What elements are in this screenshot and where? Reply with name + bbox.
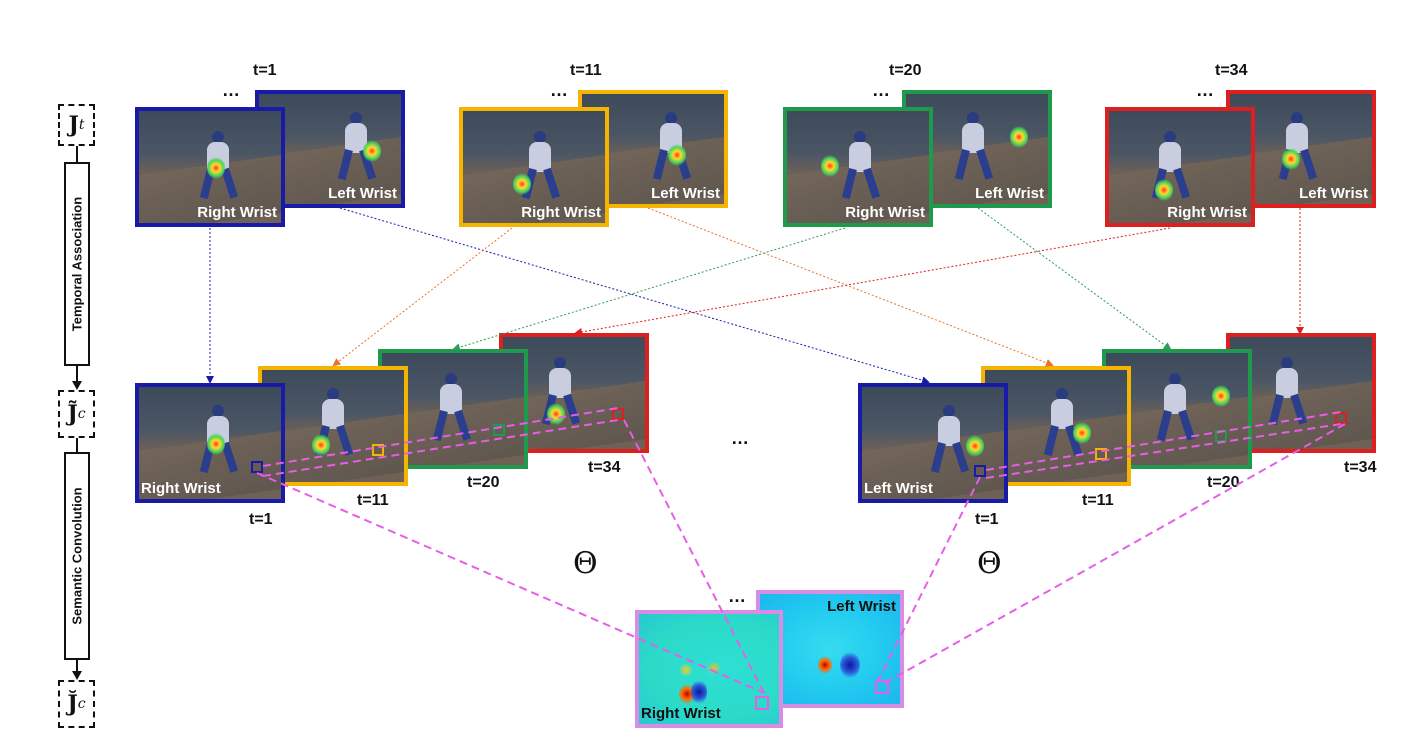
- right-stack-label: Left Wrist: [864, 480, 933, 497]
- associated-joints-subscript: c: [77, 406, 86, 422]
- associated-joints-box: J̃c: [58, 390, 95, 438]
- right-stack-time-20: t=20: [1207, 474, 1240, 491]
- joint-box-left-t11: [372, 444, 384, 456]
- left-stack-time-34: t=34: [588, 459, 621, 476]
- left-stack-frame-t11: [258, 366, 408, 486]
- joint-box-left-t34: [612, 408, 624, 420]
- left-stack-time-1: t=1: [249, 511, 273, 528]
- assoc-arrow-t11-left: [647, 207, 1054, 367]
- right-stack-time-11: t=11: [1082, 492, 1114, 509]
- top-frame-t34-right-label: Right Wrist: [1167, 204, 1247, 221]
- kernel-right-label: Right Wrist: [641, 705, 721, 722]
- right-stack-time-34: t=34: [1344, 459, 1377, 476]
- top-ellipsis-20: …: [872, 80, 891, 100]
- top-frame-t11-right-label: Right Wrist: [521, 204, 601, 221]
- right-stack-frame-t1: Left Wrist: [858, 383, 1008, 503]
- assoc-arrow-t34-right: [574, 227, 1171, 336]
- assoc-arrow-t1-left: [339, 207, 930, 385]
- right-stack-time-1: t=1: [975, 511, 999, 528]
- kernel-right-box: [755, 696, 769, 710]
- output-joints-box: J̆c: [58, 680, 95, 728]
- joint-box-left-t20: [493, 424, 505, 436]
- joint-box-left-t1: [251, 461, 263, 473]
- conv-links-left: [256, 407, 765, 694]
- top-frame-t20-left-label: Left Wrist: [975, 185, 1044, 202]
- top-frame-t1-left-label: Left Wrist: [328, 185, 397, 202]
- top-time-label-20: t=20: [889, 62, 922, 79]
- middle-ellipsis: …: [731, 428, 750, 448]
- top-frame-t34-right-wrist: Right Wrist: [1105, 107, 1255, 227]
- left-stack-frame-t1: Right Wrist: [135, 383, 285, 503]
- right-stack-frame-t11: [981, 366, 1131, 486]
- top-ellipsis-11: …: [550, 80, 569, 100]
- input-joints-symbol: J: [68, 112, 79, 138]
- semantic-convolution-box: Semantic Convolution: [64, 452, 90, 660]
- joint-box-right-t34: [1335, 412, 1347, 424]
- kernel-right-wrist: Right Wrist: [635, 610, 783, 728]
- assoc-arrow-t20-left: [977, 207, 1172, 351]
- top-frame-t11-left-label: Left Wrist: [651, 185, 720, 202]
- temporal-association-box: Temporal Association: [64, 162, 90, 366]
- side-arrowhead-4: [72, 671, 82, 680]
- top-frame-t1-right-label: Right Wrist: [197, 204, 277, 221]
- top-frame-t11-right-wrist: Right Wrist: [459, 107, 609, 227]
- left-stack-time-11: t=11: [357, 492, 389, 509]
- top-time-label-11: t=11: [570, 62, 602, 79]
- left-stack-label: Right Wrist: [141, 480, 221, 497]
- top-frame-t34-left-label: Left Wrist: [1299, 185, 1368, 202]
- conv-links-right: [876, 411, 1346, 684]
- left-stack-time-20: t=20: [467, 474, 500, 491]
- theta-left: Θ: [573, 546, 598, 581]
- top-ellipsis-1: …: [222, 80, 241, 100]
- top-time-label-1: t=1: [253, 62, 277, 79]
- top-frame-t20-right-label: Right Wrist: [845, 204, 925, 221]
- kernel-left-label: Left Wrist: [827, 598, 896, 615]
- top-ellipsis-34: …: [1196, 80, 1215, 100]
- output-joints-symbol: J̆: [67, 691, 78, 717]
- kernel-left-box: [875, 680, 889, 694]
- joint-box-right-t1: [974, 465, 986, 477]
- top-frame-t1-right-wrist: Right Wrist: [135, 107, 285, 227]
- assoc-arrow-t11-right: [332, 227, 513, 367]
- top-frame-t20-right-wrist: Right Wrist: [783, 107, 933, 227]
- input-joints-subscript: t: [78, 117, 85, 133]
- side-arrowhead-2: [72, 381, 82, 390]
- output-joints-subscript: c: [77, 696, 86, 712]
- top-time-label-34: t=34: [1215, 62, 1248, 79]
- theta-right: Θ: [977, 546, 1002, 581]
- associated-joints-symbol: J̃: [67, 401, 78, 427]
- bottom-ellipsis: …: [728, 586, 747, 606]
- assoc-arrow-t20-right: [452, 227, 846, 352]
- joint-box-right-t11: [1095, 448, 1107, 460]
